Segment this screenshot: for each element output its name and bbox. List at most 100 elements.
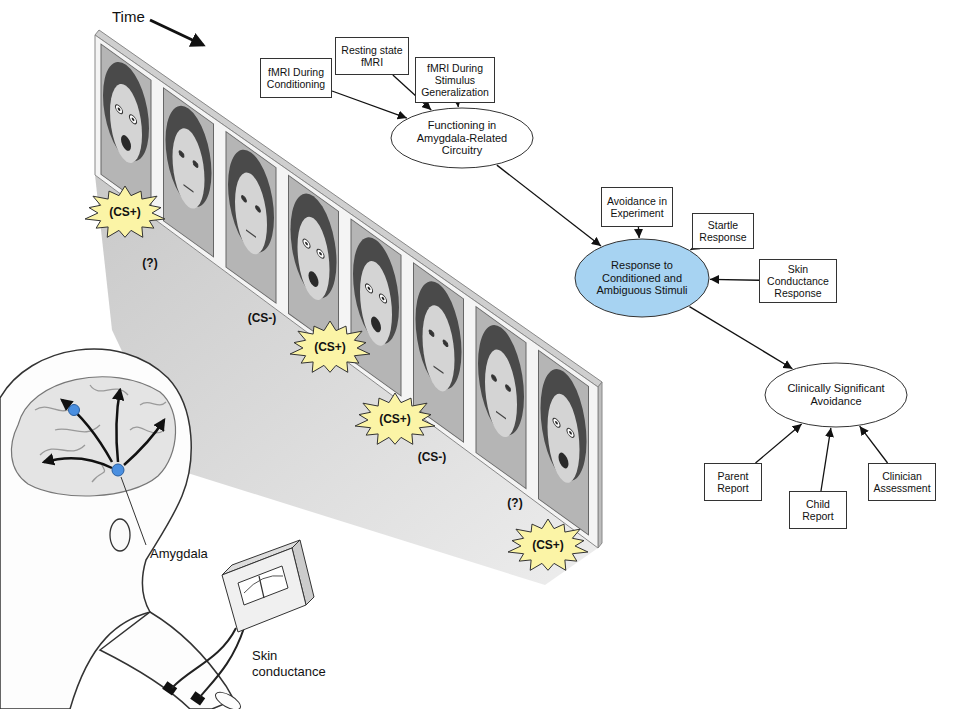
- projection-arrow: [124, 420, 164, 465]
- hair: [166, 92, 212, 221]
- face-photo: [101, 44, 151, 210]
- projection-arrow: [44, 458, 112, 468]
- face: [485, 339, 517, 447]
- pupil: [555, 420, 558, 425]
- eye: [443, 339, 448, 347]
- photo-frame: [101, 44, 151, 210]
- strip-edge: [95, 30, 602, 387]
- eye: [379, 292, 386, 304]
- gyrus: [40, 445, 85, 455]
- node-text: fMRI During Stimulus Generalization: [420, 62, 490, 98]
- face-photo: [476, 307, 526, 489]
- causal-arrow: [710, 279, 759, 281]
- construct-ellipse: Functioning in Amygdala-Related Circuitr…: [390, 107, 534, 169]
- pupil: [382, 296, 385, 301]
- construct-ellipse: Clinically Significant Avoidance: [764, 362, 908, 428]
- eye: [429, 329, 434, 337]
- hair: [478, 311, 524, 449]
- finger: [213, 689, 243, 709]
- open-mouth: [559, 450, 569, 471]
- amygdala-projections: [44, 390, 164, 468]
- eye: [303, 237, 310, 249]
- measure-box: Startle Response: [692, 213, 754, 249]
- brain-gyri: [35, 385, 166, 482]
- meter-scale: [244, 576, 283, 593]
- part-label: Skin conductance: [252, 648, 332, 679]
- face-photo: [539, 350, 589, 534]
- photo-frame: [476, 307, 526, 489]
- hair: [416, 267, 462, 403]
- face-photo: [164, 88, 214, 257]
- photo-frame: [351, 219, 401, 396]
- measure-box: Clinician Assessment: [868, 463, 936, 501]
- axis-label: Time: [112, 8, 145, 26]
- causal-arrow: [821, 428, 831, 491]
- eye: [179, 150, 184, 158]
- hair: [541, 355, 587, 495]
- stimulus-label: (CS+): [518, 539, 578, 553]
- pupil: [118, 107, 121, 112]
- stimulus-label: (CS+): [300, 341, 360, 355]
- pupil: [319, 251, 322, 256]
- hair: [228, 136, 274, 267]
- ellipse-shape: [765, 363, 907, 427]
- stimulus-label: (CS+): [365, 413, 425, 427]
- ellipse-shape: [391, 108, 533, 168]
- node-text: Response to Conditioned and Ambiguous St…: [592, 259, 693, 297]
- node-text: Functioning in Amygdala-Related Circuitr…: [409, 119, 516, 157]
- gyrus: [90, 385, 128, 395]
- star-shape: [85, 186, 165, 237]
- node-text: Startle Response: [697, 219, 749, 243]
- stimulus-label: (CS-): [418, 450, 447, 464]
- face: [173, 118, 205, 218]
- causal-arrow: [638, 227, 640, 238]
- ear: [110, 519, 130, 551]
- measure-box: Skin Conductance Response: [759, 259, 837, 303]
- mouth: [434, 366, 444, 373]
- node-text: Parent Report: [709, 470, 757, 494]
- stimulus-label: (CS-): [248, 311, 277, 325]
- pupil: [368, 286, 371, 291]
- construct-ellipse: Response to Conditioned and Ambiguous St…: [574, 238, 710, 318]
- causal-arrow: [497, 165, 601, 246]
- cs-star: (CS+): [506, 518, 590, 574]
- eye: [317, 248, 324, 260]
- eye: [506, 384, 511, 392]
- measure-box: Avoidance in Experiment: [601, 187, 673, 227]
- measure-box: Parent Report: [704, 463, 762, 501]
- wire: [200, 628, 244, 697]
- pupil: [132, 117, 135, 122]
- eye: [256, 205, 261, 213]
- measure-box: fMRI During Conditioning: [260, 58, 332, 98]
- open-mouth: [309, 268, 319, 289]
- skin-conductance-device: [222, 548, 306, 632]
- eye: [567, 427, 574, 439]
- causal-arrow: [689, 307, 792, 369]
- photo-frame: [539, 350, 589, 534]
- causal-arrow: [860, 426, 888, 463]
- amygdala-dot: [112, 464, 124, 476]
- cs-star: (CS+): [288, 320, 372, 376]
- measure-box: Resting state fMRI: [335, 37, 409, 75]
- electrode: [162, 681, 177, 695]
- projection-arrow: [116, 390, 120, 462]
- pupil: [305, 241, 308, 246]
- star-shape: [290, 321, 370, 372]
- eye: [129, 113, 136, 125]
- node-text: Avoidance in Experiment: [606, 195, 668, 219]
- brain: [11, 377, 175, 496]
- ellipse-shape: [575, 239, 709, 317]
- face: [110, 74, 142, 173]
- meter-window: [238, 566, 288, 605]
- child-arm: [100, 612, 234, 709]
- photo-frame: [164, 88, 214, 257]
- leader-line: [121, 477, 146, 545]
- face-photo: [351, 219, 401, 396]
- hair: [291, 180, 337, 313]
- stimulus-label: (CS+): [95, 206, 155, 220]
- eye: [553, 417, 560, 429]
- wire: [172, 628, 236, 688]
- cs-star: (CS+): [83, 185, 167, 241]
